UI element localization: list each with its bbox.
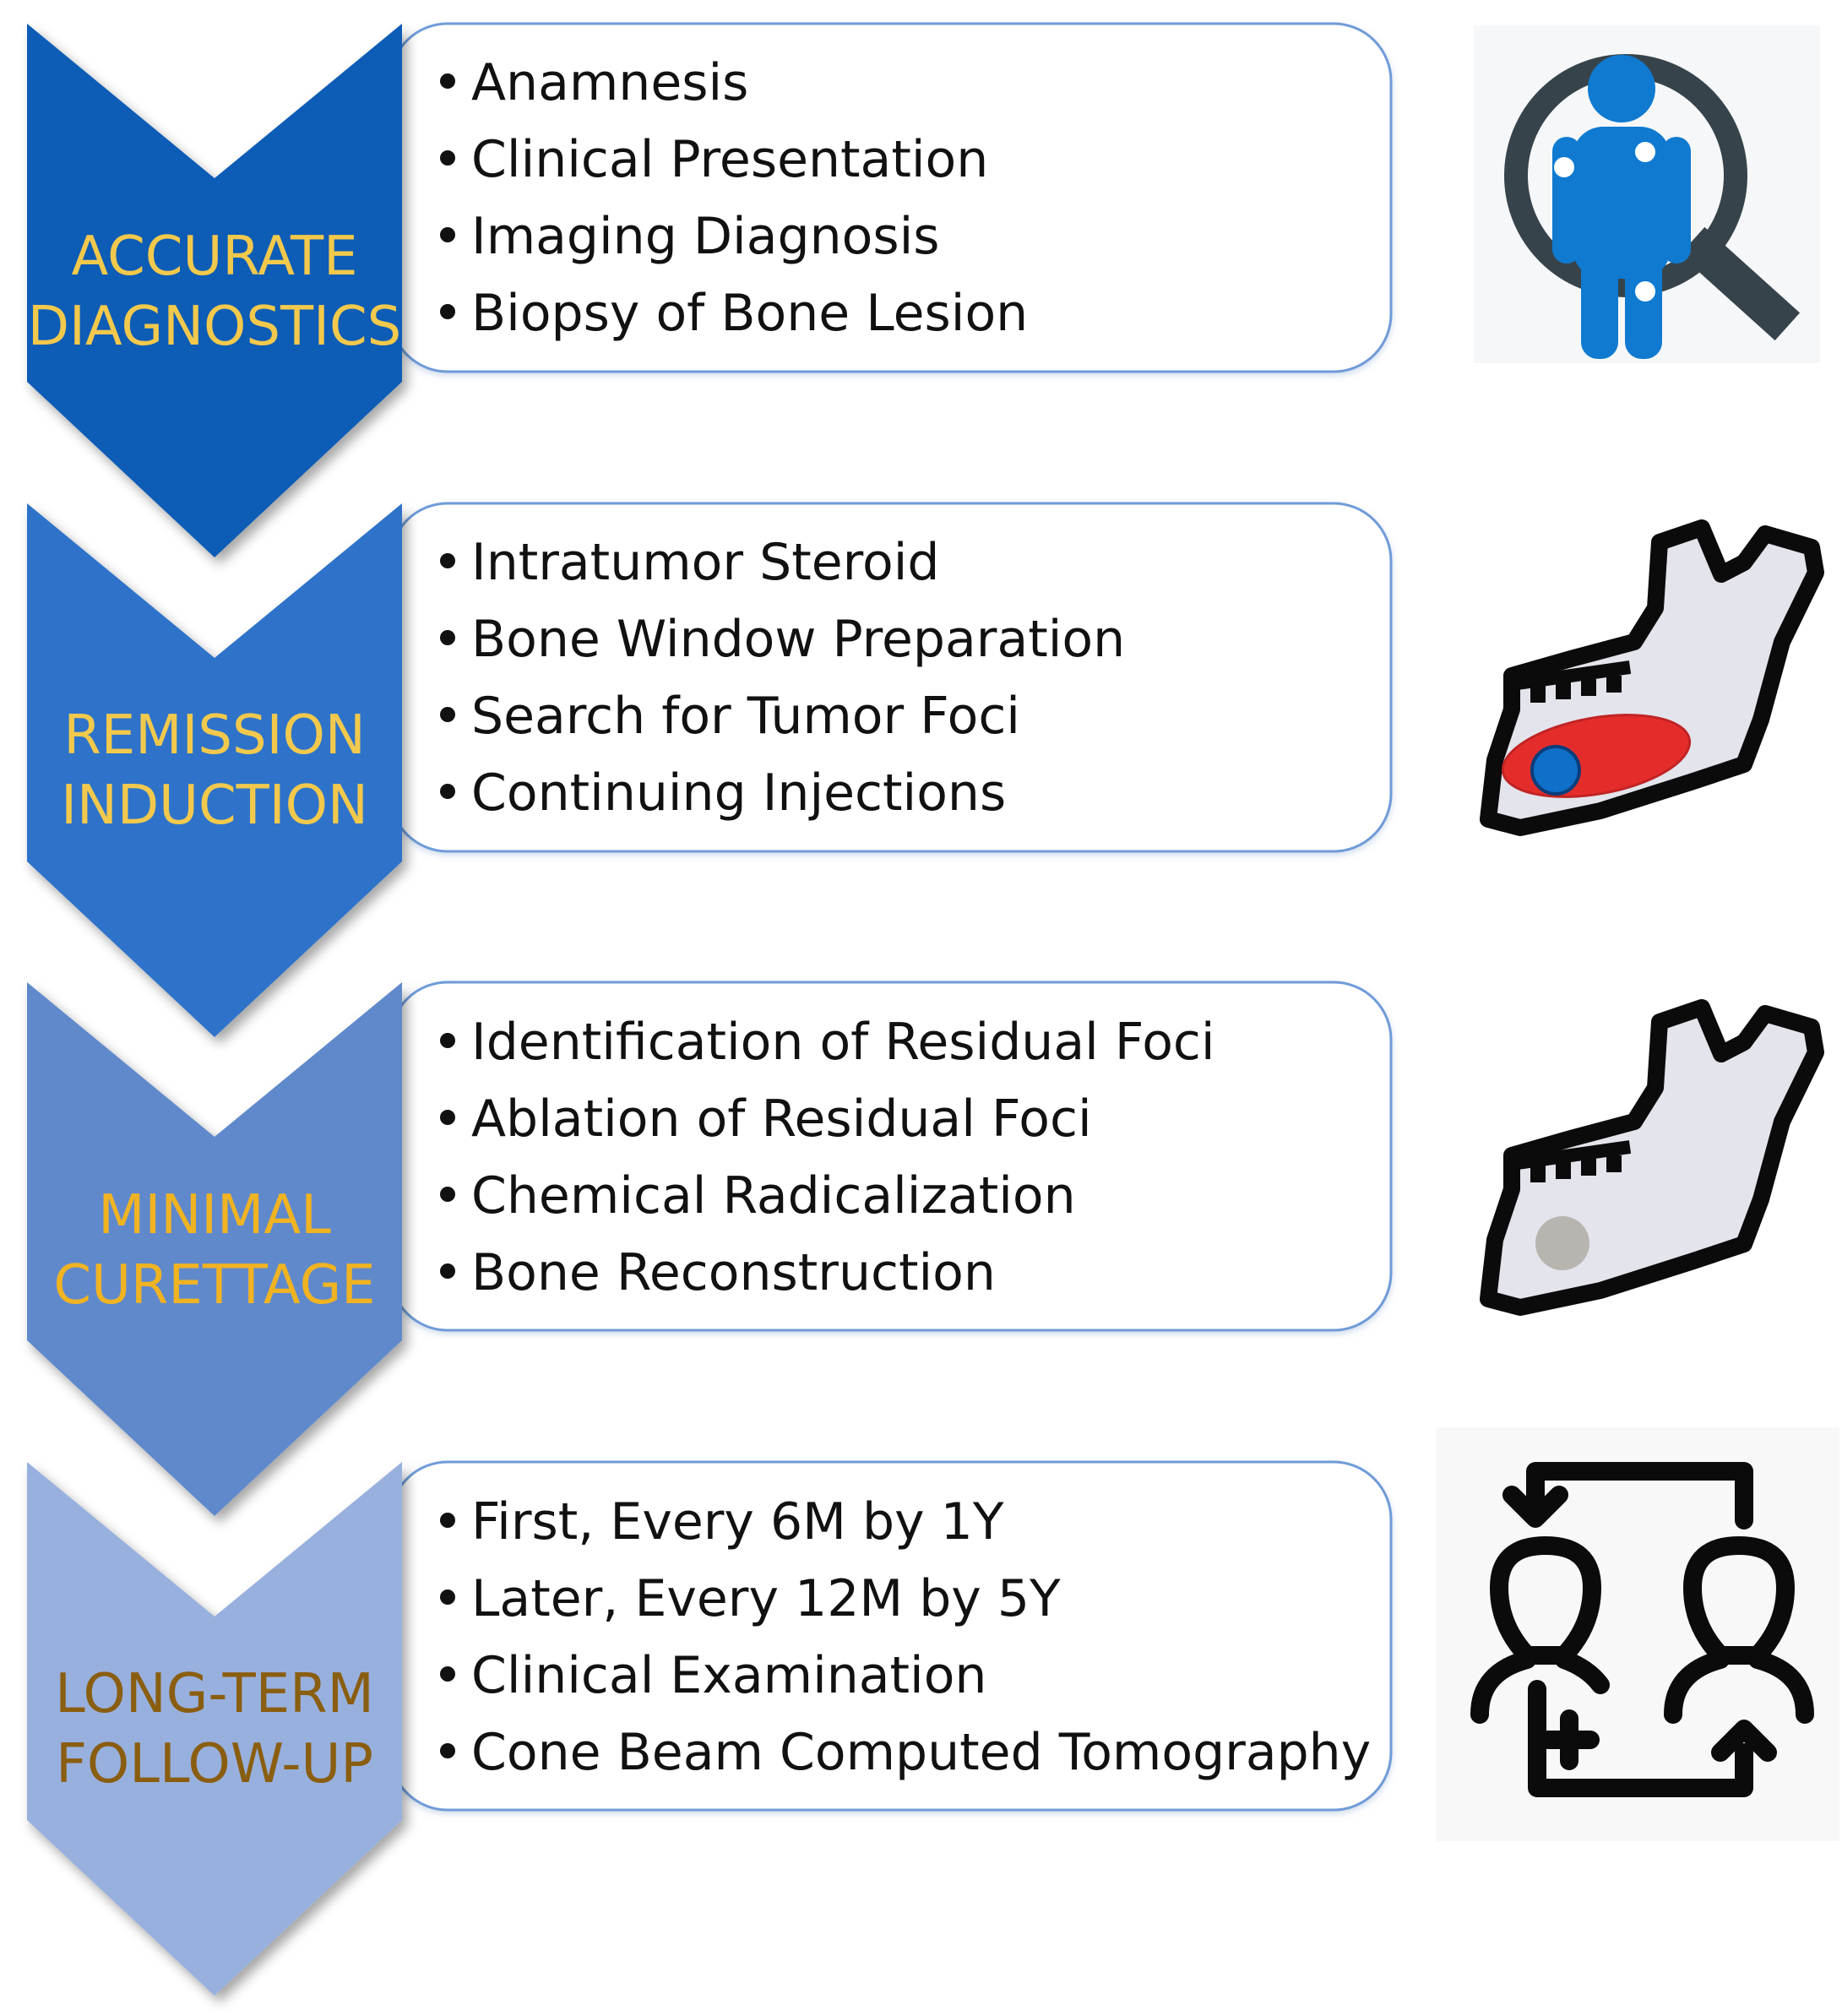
- stage-3-label-line1: MINIMAL: [98, 1184, 331, 1247]
- bullet-dot: [440, 784, 455, 799]
- stage-long-term-follow-up: LONG-TERM FOLLOW-UP First, Every 6M by 1…: [27, 1427, 1839, 1996]
- jaw-healed-icon: [1480, 999, 1824, 1316]
- stage-3-item-2: Ablation of Residual Foci: [471, 1090, 1092, 1149]
- bullet-dot: [440, 73, 455, 89]
- stage-2-item-1: Intratumor Steroid: [471, 533, 939, 592]
- bullet-dot: [440, 707, 455, 722]
- stage-2-label-line2: INDUCTION: [61, 774, 368, 837]
- stage-2-item-4: Continuing Injections: [471, 763, 1006, 823]
- stage-2-item-2: Bone Window Preparation: [471, 610, 1125, 669]
- stage-4-item-3: Clinical Examination: [471, 1646, 986, 1705]
- tumor-focus: [1530, 745, 1581, 796]
- stage-2-chevron: [27, 503, 402, 1037]
- stage-remission-induction: REMISSION INDUCTION Intratumor Steroid B…: [27, 502, 1824, 1037]
- bullet-dot: [440, 1033, 455, 1048]
- stage-3-item-4: Bone Reconstruction: [471, 1243, 996, 1302]
- stage-2-item-3: Search for Tumor Foci: [471, 687, 1020, 746]
- bullet-dot: [440, 1589, 455, 1605]
- stage-minimal-curettage: MINIMAL CURETTAGE Identification of Resi…: [27, 981, 1824, 1516]
- bullet-dot: [440, 553, 455, 568]
- stage-1-chevron: [27, 24, 402, 557]
- stage-4-label-line1: LONG-TERM: [55, 1663, 374, 1725]
- bullet-dot: [440, 227, 455, 242]
- bullet-dot: [440, 1110, 455, 1125]
- bullet-dot: [440, 1513, 455, 1528]
- stage-4-item-2: Later, Every 12M by 5Y: [471, 1569, 1061, 1628]
- jaw-lesion-icon: [1480, 519, 1824, 836]
- healed-defect: [1535, 1216, 1589, 1270]
- bullet-dot: [440, 150, 455, 166]
- stage-4-chevron: [27, 1462, 402, 1996]
- stage-1-label-line2: DIAGNOSTICS: [28, 296, 402, 358]
- bullet-dot: [440, 304, 455, 319]
- stage-4-item-4: Cone Beam Computed Tomography: [471, 1723, 1371, 1782]
- patient-search-icon: [1474, 25, 1820, 363]
- stage-3-chevron: [27, 982, 402, 1516]
- stage-1-item-2: Clinical Presentation: [471, 130, 988, 189]
- stage-4-label-line2: FOLLOW-UP: [56, 1733, 373, 1796]
- stage-4-item-1: First, Every 6M by 1Y: [471, 1492, 1004, 1551]
- bullet-dot: [440, 1263, 455, 1279]
- bullet-dot: [440, 630, 455, 645]
- stage-1-item-1: Anamnesis: [471, 53, 748, 112]
- bullet-dot: [440, 1743, 455, 1758]
- stage-3-item-3: Chemical Radicalization: [471, 1166, 1076, 1225]
- stage-accurate-diagnostics: ACCURATE DIAGNOSTICS Anamnesis Clinical …: [27, 22, 1820, 557]
- bullet-dot: [440, 1666, 455, 1682]
- doctor-patient-cycle-icon: [1436, 1427, 1839, 1841]
- stage-1-item-4: Biopsy of Bone Lesion: [471, 284, 1028, 343]
- stage-1-item-3: Imaging Diagnosis: [471, 207, 940, 266]
- bullet-dot: [440, 1187, 455, 1202]
- stage-3-label-line2: CURETTAGE: [53, 1254, 375, 1317]
- stage-3-item-1: Identification of Residual Foci: [471, 1013, 1215, 1072]
- stage-2-label-line1: REMISSION: [63, 704, 365, 767]
- stage-1-label-line1: ACCURATE: [71, 226, 357, 288]
